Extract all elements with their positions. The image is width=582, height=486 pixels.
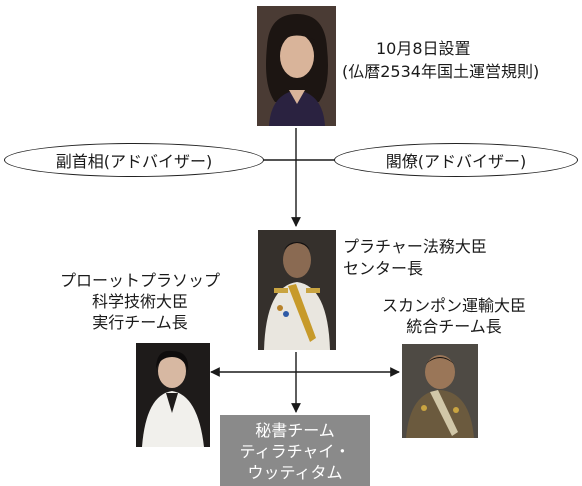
secretary-box: 秘書チーム ティラチャイ・ ウッティタム — [220, 415, 370, 486]
top-person-note-line2: (仏暦2534年国土運営規則) — [342, 62, 540, 81]
left-member-line3: 実行チーム長 — [92, 313, 188, 332]
secretary-line1: 秘書チーム — [255, 421, 335, 440]
top-person-note-line1: 10月8日設置 — [376, 39, 471, 58]
right-member-line1: スカンポン運輸大臣 — [381, 296, 526, 315]
advisor-right-label: 閣僚(アドバイザー) — [385, 152, 527, 171]
center-head-photo — [258, 230, 336, 350]
left-member-label: プローットプラソップ 科学技術大臣 実行チーム長 — [40, 270, 240, 333]
left-member-line1: プローットプラソップ — [59, 271, 220, 290]
right-member-photo — [402, 344, 478, 438]
right-member-label: スカンポン運輸大臣 統合チーム長 — [344, 295, 564, 337]
left-member-photo — [136, 343, 210, 447]
secretary-line3: ウッティタム — [247, 463, 343, 482]
center-head-line2: センター長 — [343, 259, 424, 278]
advisor-left-pill: 副首相(アドバイザー) — [4, 143, 264, 177]
secretary-line2: ティラチャイ・ — [239, 442, 351, 461]
left-member-line2: 科学技術大臣 — [91, 292, 188, 311]
right-member-line2: 統合チーム長 — [406, 317, 502, 336]
advisor-right-pill: 閣僚(アドバイザー) — [334, 143, 578, 177]
advisor-left-label: 副首相(アドバイザー) — [55, 152, 213, 171]
top-person-photo — [257, 6, 336, 126]
center-head-line1: プラチャー法務大臣 — [343, 237, 487, 256]
